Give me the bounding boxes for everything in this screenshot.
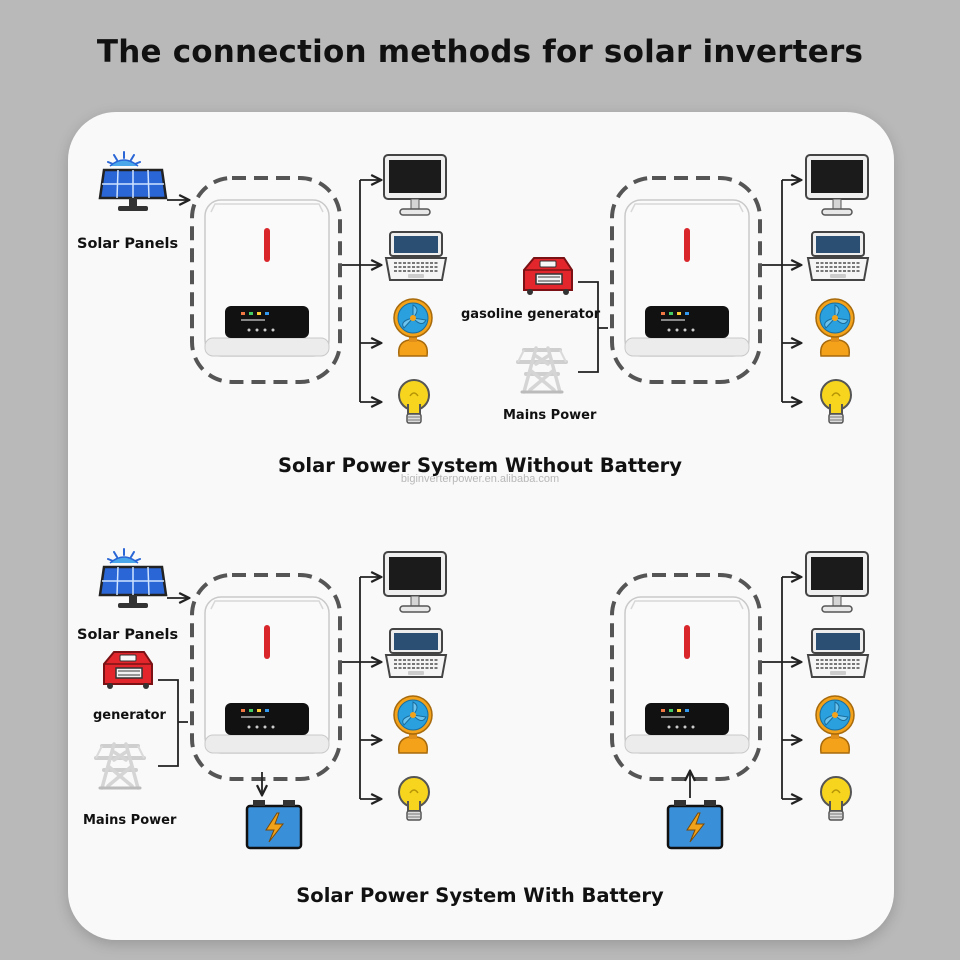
light-bulb-icon <box>398 379 430 424</box>
label-mains-power: Mains Power <box>503 408 597 423</box>
inverter-icon <box>624 596 750 754</box>
fan-icon <box>393 298 433 357</box>
q3-input-line <box>158 679 188 767</box>
q1-inverter-boundary <box>190 176 342 384</box>
battery-icon <box>666 798 724 850</box>
watermark: biginverterpower.en.alibaba.com <box>400 473 560 485</box>
section-title-without-battery: Solar Power System Without Battery <box>277 454 683 477</box>
fan-icon <box>393 695 433 754</box>
q3-system <box>94 547 447 850</box>
label-solar-panels: Solar Panels <box>77 236 179 252</box>
power-tower-icon <box>94 742 146 790</box>
light-bulb-icon <box>398 776 430 821</box>
inverter-icon <box>624 199 750 357</box>
q2-input-line <box>578 281 608 373</box>
solar-panel-icon <box>98 150 168 213</box>
q1-output-bus <box>342 180 361 402</box>
q4-inverter-boundary <box>610 573 762 781</box>
inverter-icon <box>204 199 330 357</box>
page-title: The connection methods for solar inverte… <box>96 34 864 70</box>
power-tower-icon <box>516 346 568 394</box>
q1-system <box>98 150 447 424</box>
fan-icon <box>815 695 855 754</box>
light-bulb-icon <box>820 776 852 821</box>
q2-system <box>516 154 869 424</box>
generator-icon <box>523 257 573 296</box>
q4-output-bus <box>762 577 783 799</box>
q2-inverter-boundary <box>610 176 762 384</box>
section-title-with-battery: Solar Power System With Battery <box>296 884 664 907</box>
q3-inverter-boundary <box>190 573 342 781</box>
solar-panel-icon <box>98 547 168 610</box>
q3-output-bus <box>342 577 361 799</box>
q4-system <box>610 551 869 850</box>
laptop-icon <box>807 628 869 678</box>
label-generator: generator <box>93 708 166 723</box>
monitor-icon <box>805 154 869 216</box>
q2-output-bus <box>762 180 783 402</box>
battery-icon <box>245 798 303 850</box>
inverter-icon <box>204 596 330 754</box>
monitor-icon <box>383 154 447 216</box>
monitor-icon <box>805 551 869 613</box>
laptop-icon <box>385 628 447 678</box>
fan-icon <box>815 298 855 357</box>
laptop-icon <box>385 231 447 281</box>
monitor-icon <box>383 551 447 613</box>
label-solar-panels: Solar Panels <box>77 627 179 643</box>
generator-icon <box>103 651 153 690</box>
label-mains-power: Mains Power <box>83 813 177 828</box>
label-gasoline-generator: gasoline generator <box>461 307 601 322</box>
light-bulb-icon <box>820 379 852 424</box>
laptop-icon <box>807 231 869 281</box>
